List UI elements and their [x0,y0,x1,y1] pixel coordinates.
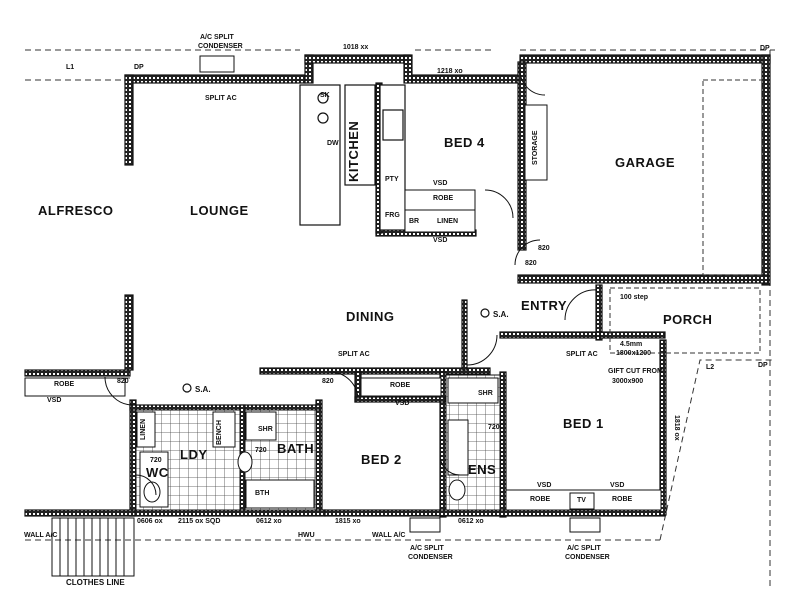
linen-label-ldy: LINEN [140,419,147,440]
split-ac-label-lounge: SPLIT AC [205,95,237,102]
garage-door [609,79,764,354]
robe-bed4 [404,104,548,233]
clothes-line [51,517,135,577]
gift-cut-1: GIFT CUT FROM [608,368,663,375]
ac-condenser-label-top-1: A/C SPLIT [200,34,234,41]
room-dining: DINING [346,309,395,324]
dim-bottom-2115: 2115 ox SQD [178,518,221,525]
split-ac-label-bed1: SPLIT AC [566,351,598,358]
room-alfresco: ALFRESCO [38,203,114,218]
smoke-alarm-label-dining: S.A. [195,385,211,394]
vsd-label-linen: VSD [433,237,448,244]
room-bed1: BED 1 [563,416,604,431]
room-porch: PORCH [663,312,713,327]
step-label: 100 step [620,294,649,301]
vsd-label-bed2: VSD [395,400,410,407]
pantry-label: PTY [385,176,399,183]
dim-820-garage: 820 [538,245,550,252]
dim-l1: L1 [66,64,75,71]
dim-top-1018: 1018 xx [343,44,369,51]
wall-ac-label-bottom: WALL A/C [372,532,406,539]
smoke-alarm-symbols [182,308,490,393]
robe-label-bed2: ROBE [390,382,411,389]
window-note-1: 4.5mm [620,341,643,348]
linen-label-bed4: LINEN [437,218,458,225]
room-entry: ENTRY [521,298,568,313]
vsd-label-bed1-a: VSD [537,482,552,489]
room-wc: WC [146,465,169,480]
dim-720-bath: 720 [255,447,267,454]
room-bath: BATH [277,441,315,456]
dim-720-wc: 720 [150,457,162,464]
vsd-label-bed1-b: VSD [610,482,625,489]
downpipe-label-1: DP [134,64,144,71]
dim-820-storage: 820 [525,260,537,267]
wall-ac-label-left: WALL A/C [24,532,58,539]
tv-label: TV [577,497,586,504]
smoke-alarm-label-entry: S.A. [493,310,509,319]
bench-label: BENCH [216,420,223,445]
robe-label-bed4: ROBE [433,195,454,202]
ac-condenser-label-bottom1-2: CONDENSER [408,554,453,561]
hwu-label: HWU [298,532,315,539]
robe-label-bed1-a: ROBE [530,496,551,503]
robes [24,377,662,511]
dim-l2: L2 [706,364,715,371]
room-ldy: LDY [180,447,208,462]
room-garage: GARAGE [615,155,676,170]
br-label: BR [409,218,420,225]
bath-tub-label: BTH [255,490,270,497]
downpipe-label-2: DP [760,45,770,52]
dim-720-ens: 720 [488,424,500,431]
ac-condensers [199,55,601,533]
door-swings [104,69,598,496]
room-ens: ENS [468,462,497,477]
kitchen-bench [299,84,406,231]
room-kitchen: KITCHEN [346,120,361,182]
ac-condenser-label-bottom2-1: A/C SPLIT [567,545,601,552]
robe-label-alfresco: ROBE [54,381,75,388]
ac-condenser-label-bottom1-1: A/C SPLIT [410,545,444,552]
gift-cut-2: 3000x900 [612,378,644,385]
dim-bottom-1815: 1815 xo [335,518,361,525]
dim-820-dining: 820 [117,378,129,385]
sink-label: SK [320,92,330,99]
dim-side-1818: 1818 ox [673,415,680,441]
ac-condenser-label-bottom2-2: CONDENSER [565,554,610,561]
dim-top-1218: 1218 xo [437,68,463,75]
fridge-label: FRG [385,212,400,219]
room-lounge: LOUNGE [190,203,249,218]
shower-label-bath: SHR [258,426,273,433]
storage-label: STORAGE [532,130,539,166]
shower-label-ens: SHR [478,390,493,397]
dishwasher-label: DW [327,140,339,147]
wet-area-fixtures [136,377,499,509]
vsd-label-alfresco: VSD [47,397,62,404]
walls [24,54,771,518]
room-bed2: BED 2 [361,452,402,467]
room-bed4: BED 4 [444,135,485,150]
dim-820-bed2: 820 [322,378,334,385]
dim-bottom-0606: 0606 ox [137,518,163,525]
split-ac-label-dining: SPLIT AC [338,351,370,358]
dim-bottom-0612b: 0612 xo [458,518,484,525]
clothes-line-label: CLOTHES LINE [66,578,125,587]
dim-bottom-0612a: 0612 xo [256,518,282,525]
robe-label-bed1-b: ROBE [612,496,633,503]
window-note-2: 1800x1200 [616,350,652,357]
vsd-label-bed4: VSD [433,180,448,187]
downpipe-label-3: DP [758,362,768,369]
ac-condenser-label-top-2: CONDENSER [198,43,243,50]
